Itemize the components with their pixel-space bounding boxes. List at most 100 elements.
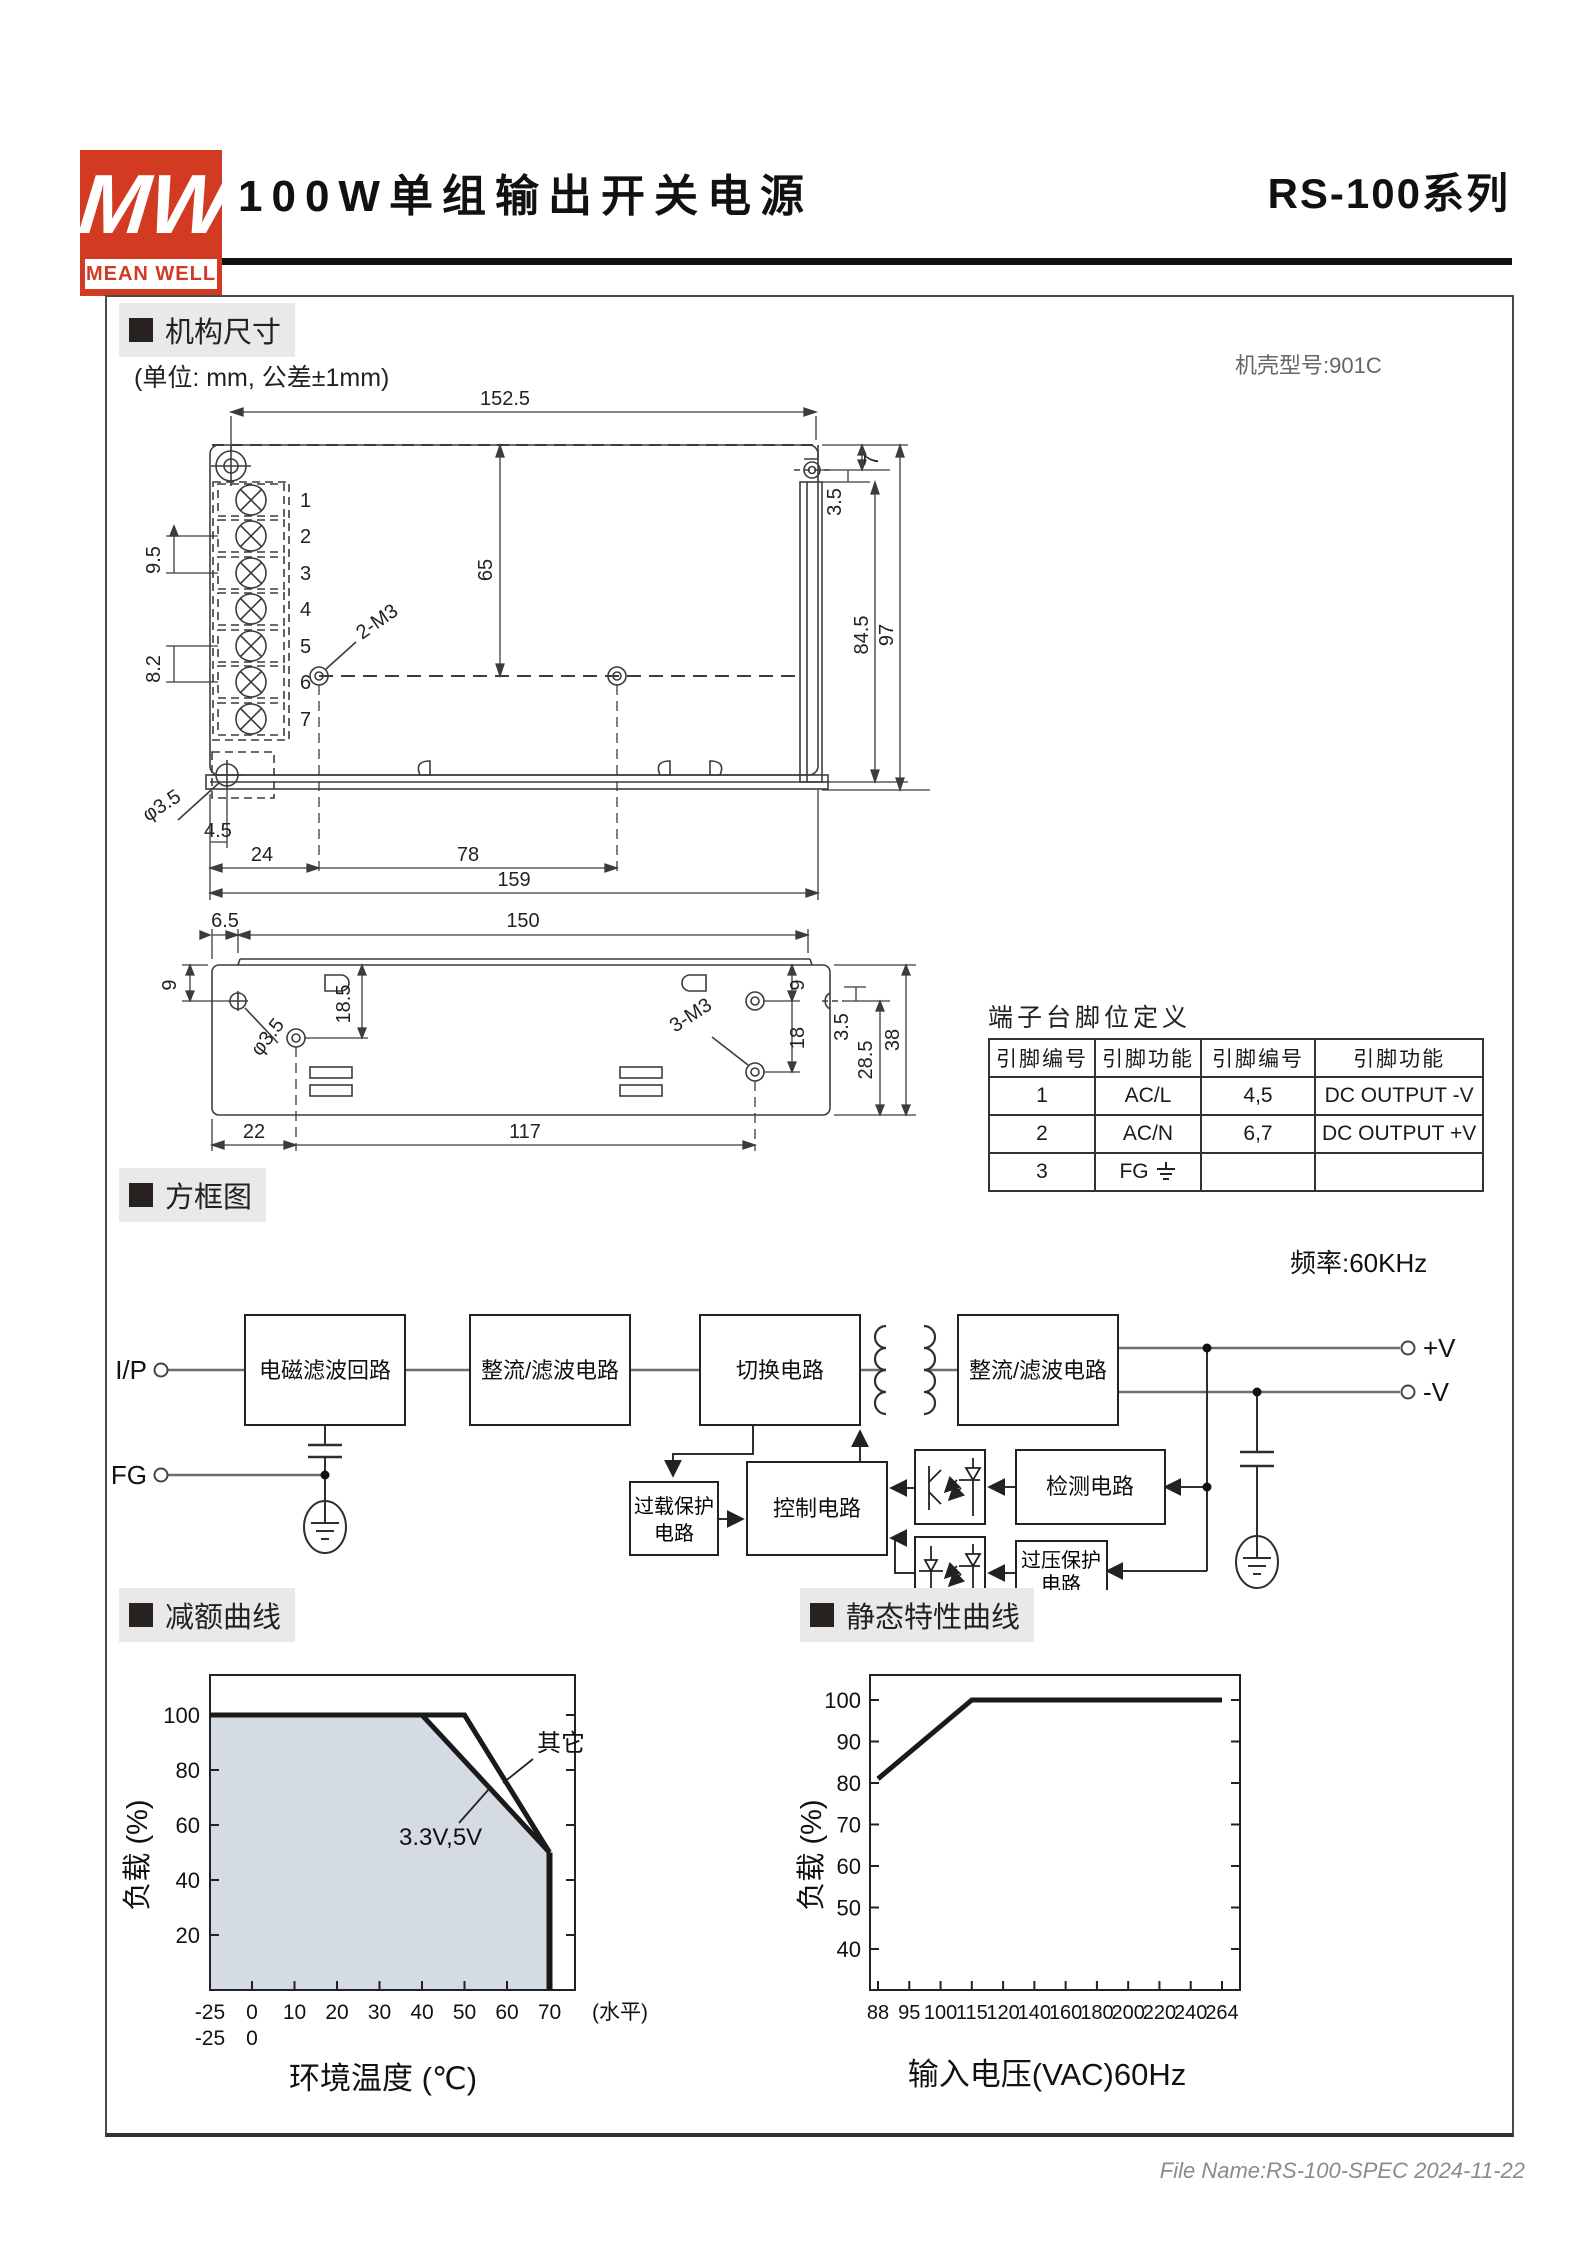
y-axis-title: 负载 (%) xyxy=(121,1799,154,1910)
file-name: File Name:RS-100-SPEC 2024-11-22 xyxy=(1159,2158,1525,2183)
svg-text:电磁滤波回路: 电磁滤波回路 xyxy=(259,1358,391,1383)
block-switching: 切换电路 xyxy=(699,1314,861,1426)
block-emi-filter: 电磁滤波回路 xyxy=(244,1314,406,1426)
plot-box xyxy=(869,1674,1241,1991)
x-tick-label: 95 xyxy=(898,2002,920,2024)
x-tick-label: 140 xyxy=(1018,2002,1051,2024)
terminal-block xyxy=(212,481,290,741)
pos-output-terminal xyxy=(1400,1340,1416,1356)
svg-text:电路: 电路 xyxy=(1041,1573,1081,1590)
svg-text:8.2: 8.2 xyxy=(143,655,165,683)
svg-text:整流/滤波电路: 整流/滤波电路 xyxy=(481,1358,619,1383)
section-title-static: 静态特性曲线 xyxy=(846,1602,1021,1634)
svg-text:整流/滤波电路: 整流/滤波电路 xyxy=(969,1358,1107,1383)
svg-text:检测电路: 检测电路 xyxy=(1046,1474,1134,1499)
fg-label: FG xyxy=(111,1460,147,1490)
svg-text:电路: 电路 xyxy=(654,1522,694,1545)
top-view-dimensions xyxy=(166,407,930,900)
pin-cell: 3 xyxy=(988,1152,1096,1192)
svg-text:9.5: 9.5 xyxy=(143,546,165,574)
x-tick-label: 10 xyxy=(283,2001,306,2024)
series-name: RS-100系列 xyxy=(1267,170,1510,217)
svg-text:117: 117 xyxy=(509,1121,541,1143)
svg-text:9: 9 xyxy=(787,979,809,990)
plot-box xyxy=(209,1674,576,1991)
pin-cell: 1 xyxy=(988,1076,1096,1116)
block-overload-protection: 过载保护 电路 xyxy=(629,1481,719,1556)
y-tick-label: 60 xyxy=(837,1854,861,1879)
unit-note: (单位: mm, 公差±1mm) xyxy=(134,364,390,392)
section-header-block-diagram: 方框图 xyxy=(119,1168,267,1222)
section-title-block-diagram: 方框图 xyxy=(165,1182,253,1214)
svg-text:4: 4 xyxy=(300,599,311,621)
section-marker xyxy=(810,1603,834,1627)
pin-table-header: 引脚功能 xyxy=(1313,1038,1485,1078)
svg-text:7: 7 xyxy=(861,454,883,465)
y-tick-label: 70 xyxy=(837,1813,861,1838)
block-rectifier-filter-2: 整流/滤波电路 xyxy=(957,1314,1119,1426)
section-header-derating: 减额曲线 xyxy=(119,1588,296,1642)
mechanical-top-view: 1 2 3 4 5 6 7 xyxy=(139,390,930,900)
neg-output-terminal xyxy=(1400,1384,1416,1400)
svg-text:38: 38 xyxy=(882,1029,904,1051)
svg-text:φ3.5: φ3.5 xyxy=(247,1014,289,1060)
pin-table-header: 引脚编号 xyxy=(1200,1038,1316,1078)
x-tick-label: 100 xyxy=(924,2002,957,2024)
series-line xyxy=(876,1697,1222,1781)
svg-text:28.5: 28.5 xyxy=(855,1041,877,1080)
section-marker xyxy=(129,318,153,342)
svg-text:过载保护: 过载保护 xyxy=(634,1495,714,1518)
svg-text:1: 1 xyxy=(300,490,311,512)
svg-text:152.5: 152.5 xyxy=(480,390,530,410)
block-overvoltage-protection: 过压保护 电路 xyxy=(1015,1540,1108,1590)
section-title-mechanical: 机构尺寸 xyxy=(165,317,282,349)
svg-text:φ3.5: φ3.5 xyxy=(139,786,185,827)
svg-text:控制电路: 控制电路 xyxy=(773,1496,861,1521)
x-tick-label: 40 xyxy=(410,2001,433,2024)
block-diagram: 频率:60KHz I/P FG + xyxy=(111,1248,1456,1590)
pin-cell: DC OUTPUT -V xyxy=(1313,1076,1485,1116)
svg-text:6.5: 6.5 xyxy=(211,910,239,932)
svg-text:18: 18 xyxy=(787,1027,809,1049)
y-tick-label: 20 xyxy=(176,1923,200,1948)
diagram-blocks: 电磁滤波回路 整流/滤波电路 切换电路 整流/滤波电路 过载保护 电路 控制电路… xyxy=(244,1314,1166,1590)
pin-table-header: 引脚功能 xyxy=(1094,1038,1202,1078)
svg-text:159: 159 xyxy=(497,869,530,891)
x-tick-label: 200 xyxy=(1111,2002,1144,2024)
section-title-derating: 减额曲线 xyxy=(165,1602,282,1634)
earth-ground-icon xyxy=(303,1500,1279,1589)
bottom-view-dimensions xyxy=(182,929,916,1151)
svg-text:2-M3: 2-M3 xyxy=(352,600,402,644)
svg-text:3-M3: 3-M3 xyxy=(666,994,716,1037)
y-tick-label: 90 xyxy=(837,1730,861,1755)
bottom-view-chassis xyxy=(211,958,844,1116)
phi35-hole xyxy=(177,751,275,821)
terminal-numbers: 1 2 3 4 5 6 7 xyxy=(300,490,311,731)
page-title: 100W单组输出开关电源 xyxy=(238,172,813,221)
annotation-leader xyxy=(458,1788,490,1824)
capacitor-icon xyxy=(308,1443,1274,1468)
svg-text:6: 6 xyxy=(300,672,311,694)
signal-wires xyxy=(324,1348,1258,1582)
fg-terminal xyxy=(153,1467,169,1483)
pin-cell: 2 xyxy=(988,1114,1096,1154)
input-label: I/P xyxy=(115,1355,147,1385)
transformer-icon xyxy=(873,1324,937,1416)
y-tick-label: 100 xyxy=(163,1703,200,1728)
pin-table-header-row: 引脚编号 引脚功能 引脚编号 引脚功能 xyxy=(988,1038,1485,1078)
section-header-static: 静态特性曲线 xyxy=(800,1588,1035,1642)
section-marker xyxy=(129,1183,153,1207)
y-axis-title: 负载 (%) xyxy=(795,1799,828,1910)
annotation-others: 其它 xyxy=(537,1730,585,1757)
svg-text:24: 24 xyxy=(251,844,273,866)
svg-text:22: 22 xyxy=(243,1121,265,1143)
io-terminals: I/P FG +V -V xyxy=(111,1333,1456,1490)
block-rectifier-filter-1: 整流/滤波电路 xyxy=(469,1314,631,1426)
series-line-1 xyxy=(210,1712,552,1855)
svg-text:97: 97 xyxy=(876,624,898,646)
pin-cell: AC/L xyxy=(1094,1076,1202,1116)
x-tick-label: 115 xyxy=(956,2002,988,2024)
y-tick-label: 40 xyxy=(837,1937,861,1962)
